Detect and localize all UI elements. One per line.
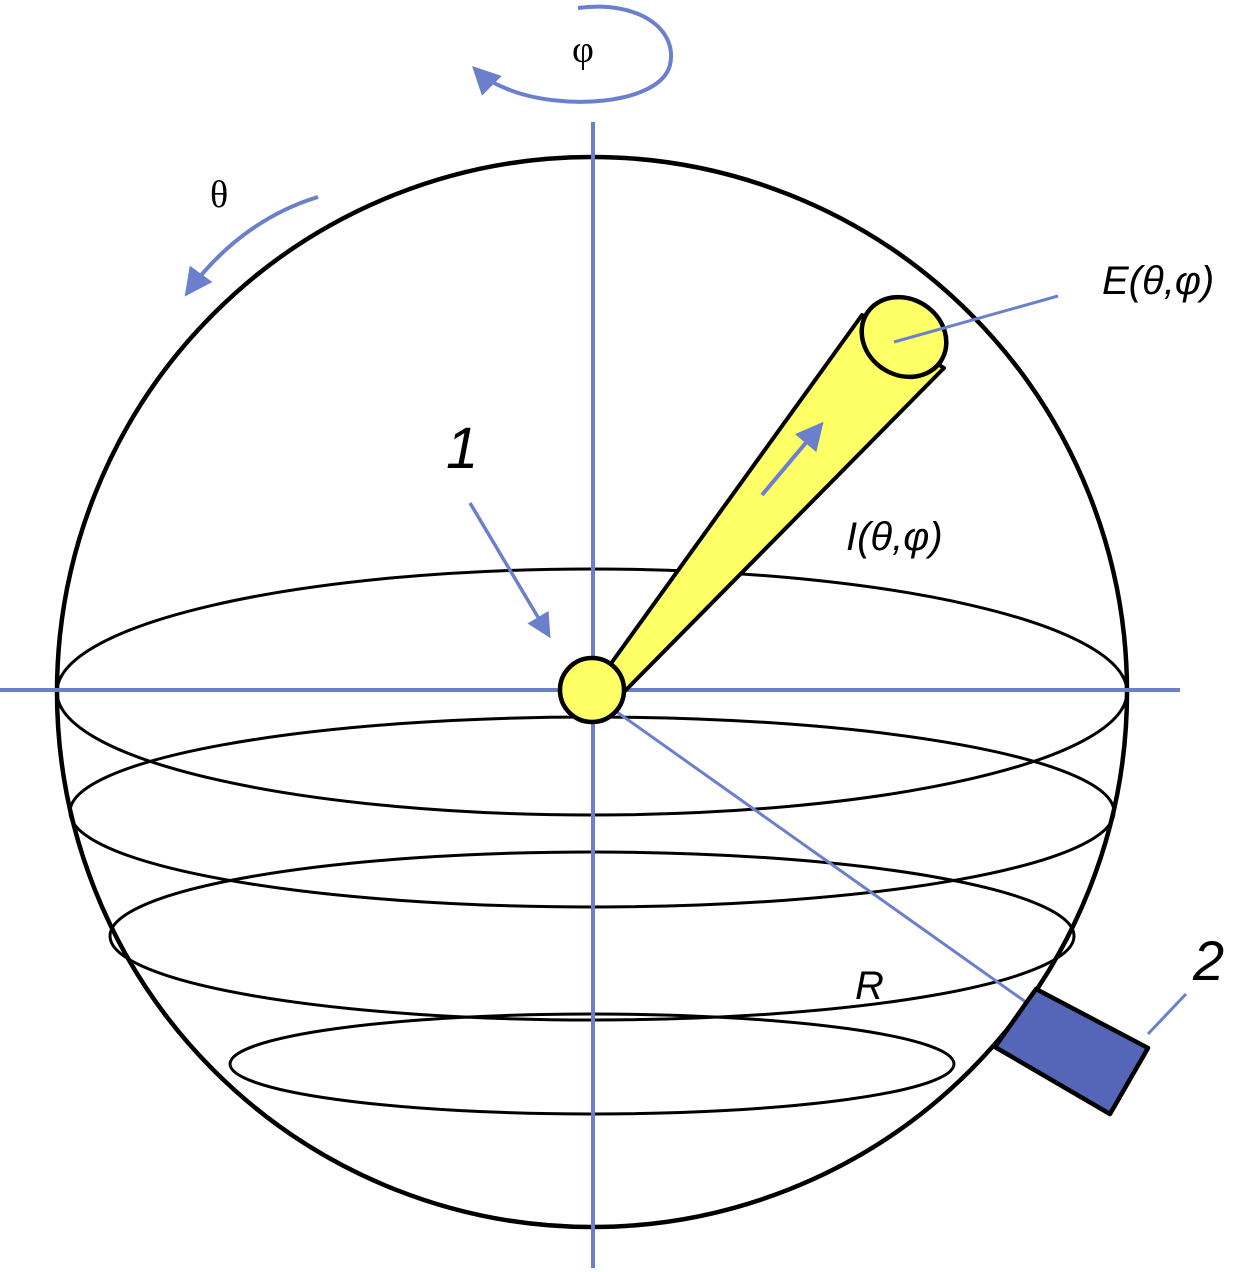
theta-rotation-arrow-icon — [184, 195, 319, 297]
detector-number-label: 2 — [1192, 929, 1224, 992]
phi-rotation-arrow-icon — [472, 4, 674, 104]
radius-line — [599, 698, 1031, 1007]
detector — [992, 986, 1151, 1117]
source-number-label: 1 — [446, 416, 478, 481]
illuminance-label: E(θ,φ) — [1102, 259, 1214, 303]
phi-label: φ — [572, 29, 594, 71]
illuminance-pointer-line — [893, 294, 1059, 344]
intensity-label: I(θ,φ) — [846, 515, 943, 559]
beam-direction-arrow-icon — [760, 421, 824, 497]
source-pointer-arrow-icon — [468, 502, 551, 639]
detector-pointer-line — [1146, 992, 1188, 1036]
theta-label: θ — [210, 174, 228, 216]
radius-label: R — [855, 964, 884, 1008]
light-source — [557, 655, 627, 725]
beam-end-cap — [859, 294, 949, 380]
